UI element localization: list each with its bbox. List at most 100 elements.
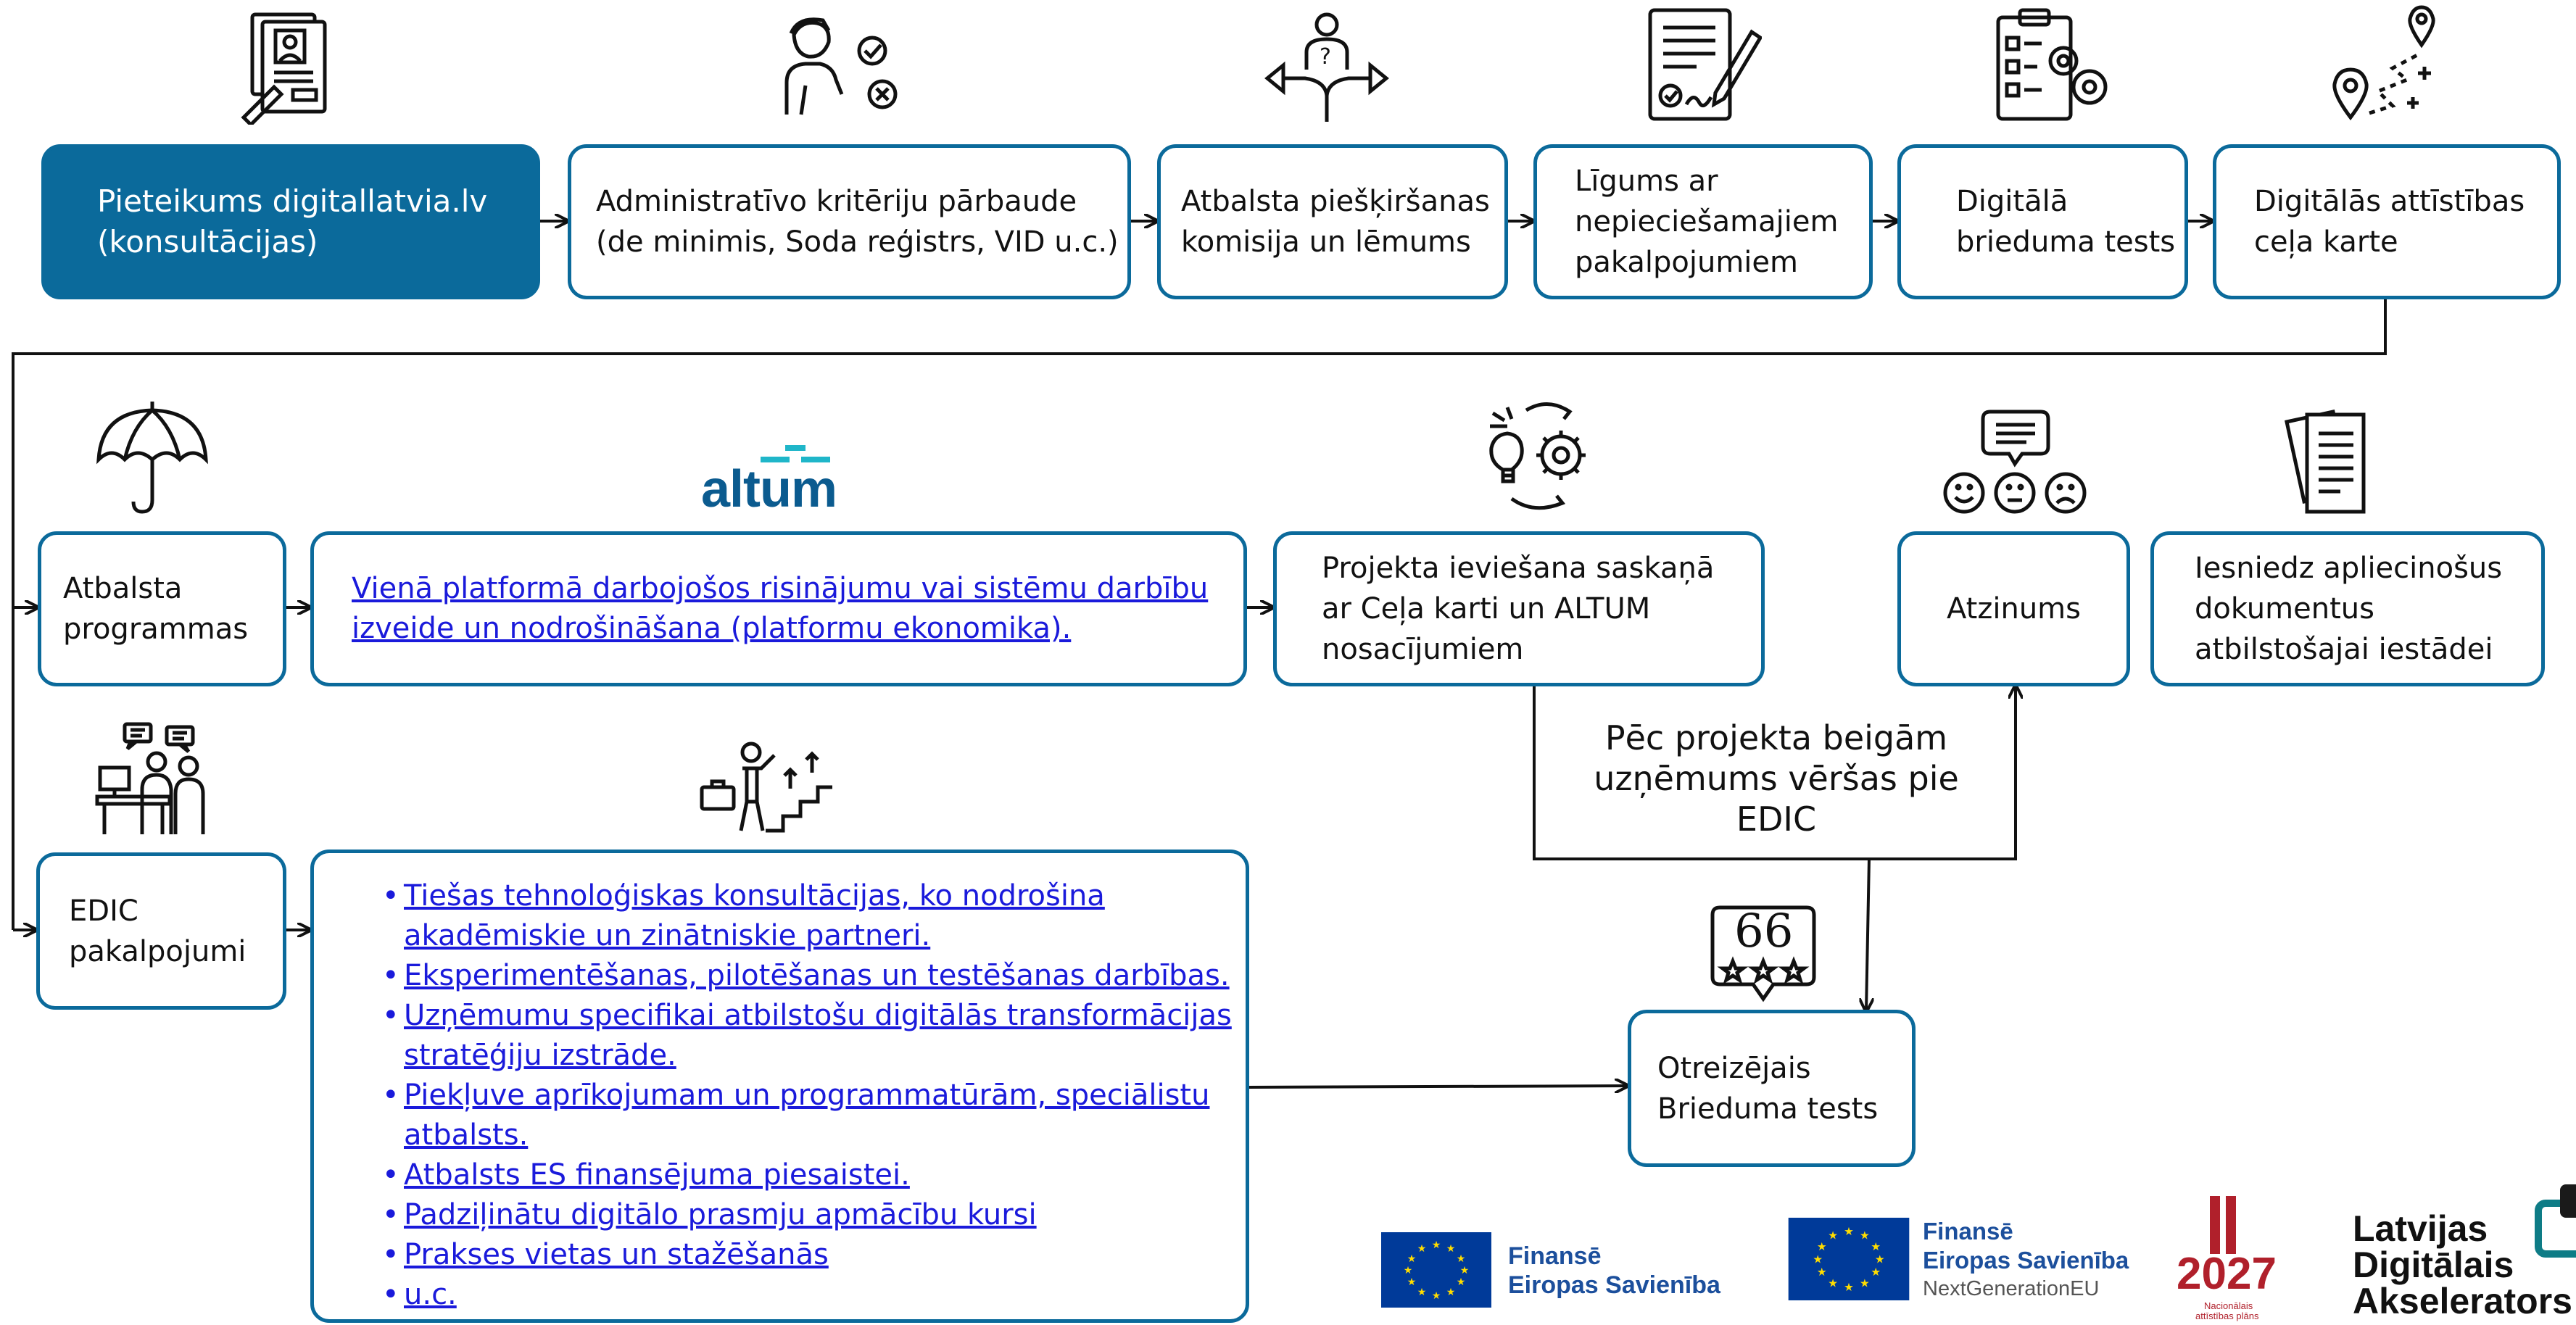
step-application-line1: Pieteikums digitallatvia.lv bbox=[97, 183, 488, 219]
svg-text:★: ★ bbox=[1860, 1276, 1870, 1289]
svg-text:★: ★ bbox=[1828, 1229, 1838, 1242]
support-line1: Atbalsta bbox=[63, 572, 183, 605]
retest-line1: Otreizējais bbox=[1657, 1051, 1811, 1085]
lda-line2: Digitālais bbox=[2353, 1245, 2514, 1285]
svg-text:★: ★ bbox=[1871, 1240, 1881, 1253]
opinion-box[interactable]: Atzinums bbox=[1897, 531, 2130, 686]
logo-2027-mark bbox=[2210, 1196, 2236, 1254]
step-roadmap-line2: ceļa karte bbox=[2254, 225, 2398, 259]
logo-2027-sub2: attīstības plāns bbox=[2195, 1311, 2259, 1321]
svg-text:★: ★ bbox=[1407, 1253, 1417, 1265]
step-admin-check-line1: Administratīvo kritēriju pārbaude bbox=[596, 185, 1077, 218]
svg-text:★: ★ bbox=[1457, 1253, 1466, 1265]
service-link-training[interactable]: Padziļinātu digitālo prasmju apmācību ku… bbox=[404, 1198, 1037, 1231]
project-implementation[interactable]: Projekta ieviešana saskaņā ar Ceļa karti … bbox=[1273, 531, 1765, 686]
edic-line2: pakalpojumi bbox=[69, 934, 247, 968]
edic-line1: EDIC bbox=[69, 894, 138, 928]
eu-flag-icon-2: ★★★★ ★★★★ ★★★★ bbox=[1788, 1218, 1910, 1300]
implementation-line3: nosacījumiem bbox=[1322, 633, 1524, 666]
svg-text:★: ★ bbox=[1844, 1225, 1854, 1238]
step-contract-line2: nepieciešamajiem bbox=[1575, 205, 1839, 238]
platform-economy-box: Vienā platformā darbojošos risinājumu va… bbox=[310, 531, 1247, 686]
svg-text:★: ★ bbox=[1404, 1265, 1413, 1276]
submit-line2: dokumentus bbox=[2195, 592, 2374, 626]
svg-text:★: ★ bbox=[1813, 1253, 1823, 1266]
crossroads-question-icon: ? bbox=[1264, 12, 1389, 122]
person-stairs-icon bbox=[700, 742, 832, 833]
implementation-line2: ar Ceļa karti un ALTUM bbox=[1322, 592, 1651, 626]
edic-services[interactable]: EDIC pakalpojumi bbox=[36, 852, 286, 1010]
svg-text:★: ★ bbox=[1417, 1243, 1427, 1255]
route-map-icon bbox=[2332, 5, 2435, 121]
service-link-experimenting[interactable]: Eksperimentēšanas, pilotēšanas un testēš… bbox=[404, 959, 1230, 992]
implementation-line1: Projekta ieviešana saskaņā bbox=[1322, 552, 1715, 585]
lda-line1: Latvijas bbox=[2353, 1208, 2488, 1249]
step-maturity-test[interactable]: Digitālā brieduma tests bbox=[1897, 144, 2188, 299]
service-link-consultations[interactable]: Tiešas tehnoloģiskas konsultācijas, ko n… bbox=[404, 879, 1105, 952]
list-item: Piekļuve aprīkojumam un programmatūrām, … bbox=[382, 1076, 1232, 1155]
documents-stack-icon bbox=[2285, 410, 2366, 514]
list-item: Padziļinātu digitālo prasmju apmācību ku… bbox=[382, 1195, 1232, 1235]
meeting-desk-icon bbox=[95, 722, 205, 834]
svg-text:★: ★ bbox=[1457, 1276, 1466, 1288]
service-link-etc[interactable]: u.c. bbox=[404, 1278, 457, 1311]
contract-signing-icon bbox=[1648, 8, 1762, 121]
svg-text:★: ★ bbox=[1407, 1276, 1417, 1288]
clipboard-gears-icon bbox=[1996, 8, 2108, 121]
svg-text:★: ★ bbox=[1446, 1243, 1456, 1255]
svg-text:★: ★ bbox=[1871, 1266, 1881, 1279]
service-link-equipment[interactable]: Piekļuve aprīkojumam un programmatūrām, … bbox=[404, 1079, 1210, 1152]
svg-text:★: ★ bbox=[1817, 1266, 1827, 1279]
svg-text:★: ★ bbox=[1432, 1239, 1441, 1251]
service-link-eu-funding[interactable]: Atbalsts ES finansējuma piesaistei. bbox=[404, 1158, 910, 1192]
step-admin-check[interactable]: Administratīvo kritēriju pārbaude(de min… bbox=[568, 144, 1131, 299]
edic-services-list: Tiešas tehnoloģiskas konsultācijas, ko n… bbox=[347, 876, 1232, 1315]
platform-economy-link[interactable]: Vienā platformā darbojošos risinājumu va… bbox=[352, 572, 1209, 645]
retest-line2: Brieduma tests bbox=[1657, 1092, 1879, 1126]
altum-logo: altum bbox=[700, 444, 866, 518]
logo-2027-year: 2027 bbox=[2177, 1249, 2277, 1299]
step-maturity-line1: Digitālā bbox=[1956, 185, 2068, 218]
svg-text:?: ? bbox=[1320, 44, 1331, 70]
list-item: Atbalsts ES finansējuma piesaistei. bbox=[382, 1155, 1232, 1195]
list-item: Uzņēmumu specifikai atbilstošu digitālās… bbox=[382, 996, 1232, 1076]
edic-services-list-box: Tiešas tehnoloģiskas konsultācijas, ko n… bbox=[310, 850, 1249, 1323]
step-maturity-line2: brieduma tests bbox=[1956, 225, 2176, 259]
altum-logo-text: altum bbox=[701, 460, 837, 518]
svg-text:★: ★ bbox=[1844, 1281, 1854, 1294]
svg-text:★: ★ bbox=[1460, 1265, 1470, 1276]
service-link-strategy[interactable]: Uzņēmumu specifikai atbilstošu digitālās… bbox=[404, 999, 1232, 1072]
eu-funding-logo-1: ★★★★ ★★★★ ★★★★ Finansē Eiropas Savienība bbox=[1381, 1232, 1744, 1312]
svg-text:★: ★ bbox=[1860, 1229, 1870, 1242]
eu2-line3: NextGenerationEU bbox=[1923, 1277, 2100, 1300]
step-application-line2: (konsultācijas) bbox=[97, 224, 318, 259]
lda-logo-mark bbox=[2535, 1184, 2576, 1258]
step-application[interactable]: Pieteikums digitallatvia.lv (konsultācija… bbox=[41, 144, 540, 299]
submit-line1: Iesniedz apliecinošus bbox=[2195, 552, 2503, 585]
umbrella-icon bbox=[96, 402, 208, 514]
step-contract[interactable]: Līgums ar nepieciešamajiem pakalpojumiem bbox=[1533, 144, 1873, 299]
eu2-line1: Finansē bbox=[1923, 1218, 2013, 1245]
svg-text:★: ★ bbox=[1432, 1290, 1441, 1302]
eu1-line2: Eiropas Savienība bbox=[1508, 1271, 1720, 1299]
opinion-label: Atzinums bbox=[1947, 592, 2081, 626]
step-contract-line3: pakalpojumiem bbox=[1575, 246, 1798, 279]
service-link-internships[interactable]: Prakses vietas un stažēšanās bbox=[404, 1238, 829, 1271]
person-check-cross-icon bbox=[784, 17, 898, 115]
svg-text:★: ★ bbox=[1828, 1276, 1838, 1289]
list-item: Eksperimentēšanas, pilotēšanas un testēš… bbox=[382, 956, 1232, 996]
svg-text:66: 66 bbox=[1734, 905, 1793, 958]
svg-text:★: ★ bbox=[1875, 1253, 1885, 1266]
logo-2027-sub1: Nacionālais bbox=[2204, 1300, 2253, 1311]
eu-flag-icon: ★★★★ ★★★★ ★★★★ bbox=[1381, 1232, 1491, 1308]
list-item: u.c. bbox=[382, 1275, 1232, 1315]
lda-logo: Latvijas Digitālais Akselerators bbox=[2353, 1174, 2576, 1325]
step-contract-line1: Līgums ar bbox=[1575, 165, 1718, 198]
